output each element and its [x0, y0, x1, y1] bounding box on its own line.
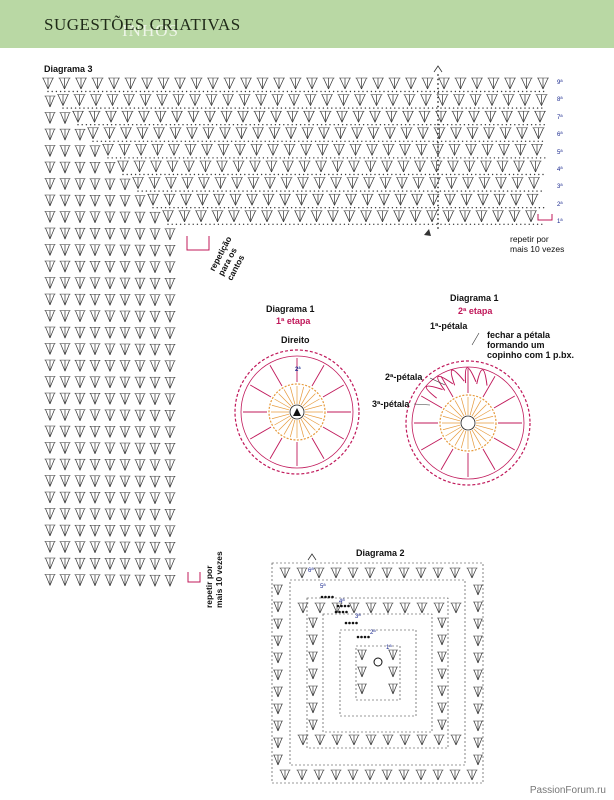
d1b-note-line-3: copinho com 1 p.bx.: [487, 350, 575, 360]
diagram1a-round-label: 2ª: [295, 367, 301, 373]
diagram1b-petal2: 2ª-pétala: [385, 372, 423, 382]
diagram1b-title: Diagrama 1: [450, 293, 499, 303]
diagram1a-stage: 1ª etapa: [276, 316, 311, 326]
diagram2-title: Diagrama 2: [356, 548, 405, 558]
d1b-note-line-2: formando um: [487, 340, 545, 350]
d1b-note-line-1: fechar a pétala: [487, 330, 551, 340]
header-subtitle: INHOS: [122, 21, 179, 40]
diagram3-row-label: 3ª: [557, 184, 563, 191]
diagram2-round-label: 2ª: [370, 630, 376, 636]
diagram1b-petal1: 1ª-pétala: [430, 321, 468, 331]
diagram1a-title: Diagrama 1: [266, 304, 315, 314]
diagram2-round-label: 5ª: [320, 584, 326, 590]
diagram3-row-label: 6ª: [557, 132, 563, 139]
diagram1b-note: fechar a pétala formando um copinho com …: [487, 330, 574, 360]
diagram1b-petal3: 3ª-pétala: [372, 399, 410, 409]
page-header: INHOS SUGESTÕES CRIATIVAS: [0, 0, 614, 48]
diagram2-round-label: 1ª: [386, 645, 392, 651]
note-right-line-1: repetir por: [510, 234, 549, 244]
diagram1-stage1-motif: [234, 349, 360, 475]
diagram2-round-label: 4ª: [339, 599, 345, 605]
note-left-line-2: mais 10 vezes: [214, 551, 224, 608]
diagram3-row-label: 4ª: [557, 167, 563, 173]
diagram1-stage2-motif: [405, 332, 531, 486]
diagram3-title: Diagrama 3: [44, 64, 93, 74]
diagram3-row-label: 2ª: [557, 201, 563, 208]
header-title: SUGESTÕES CRIATIVAS: [44, 15, 241, 34]
diagram1b-stage: 2ª etapa: [458, 306, 493, 316]
diagram3-note-right: repetir por mais 10 vezes: [510, 234, 564, 254]
diagram2-round-label: 3ª: [355, 614, 361, 620]
note-right-line-2: mais 10 vezes: [510, 244, 565, 254]
diagram3-row-label: 5ª: [557, 149, 563, 156]
diagram3-row-label: 9ª: [557, 80, 563, 86]
note-left-line-1: repetir por: [204, 565, 214, 608]
diagram3-row-label: 7ª: [557, 114, 563, 121]
diagram1a-direction: Direito: [281, 335, 310, 345]
diagram3-row-label: 8ª: [557, 97, 563, 104]
footer-watermark: PassionForum.ru: [529, 785, 606, 796]
diagram3-grid: [42, 65, 553, 587]
diagram2-square: [271, 553, 484, 784]
diagram3-row-label: 1ª: [557, 219, 563, 226]
diagram2-round-label: 6ª: [308, 568, 314, 574]
diagram3-note-left: repetir por mais 10 vezes: [204, 551, 224, 608]
